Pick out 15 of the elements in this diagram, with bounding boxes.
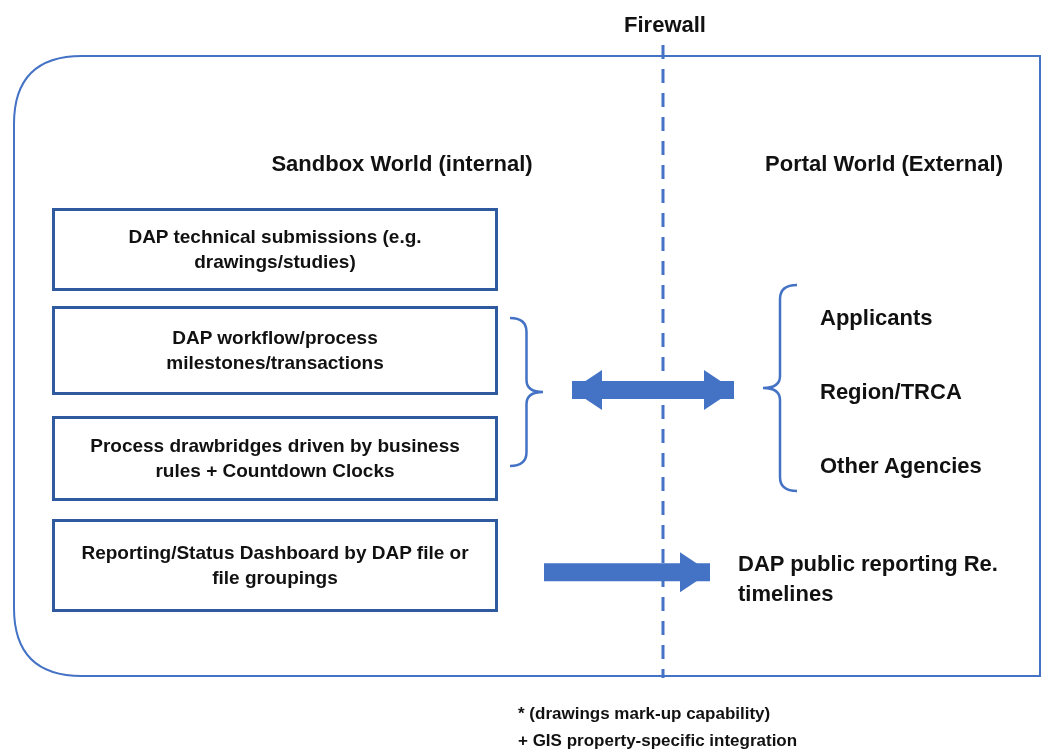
footnote: * (drawings mark-up capability) [518,704,771,724]
arrow [544,552,710,593]
process-box: DAP workflow/process milestones/transactions [52,306,498,395]
footnote: + GIS property-specific integration [518,731,798,751]
party-label: Applicants [820,304,933,333]
arrow [572,370,734,410]
process-box: Process drawbridges driven by business rules + Countdown Clocks [52,416,498,501]
section-heading: Portal World (External) [765,151,1003,177]
party-label: Other Agencies [820,452,982,481]
party-label: DAP public reporting Re. timelines [738,550,999,608]
process-box: DAP technical submissions (e.g. drawings/studies) [52,208,498,291]
party-label: Region/TRCA [820,378,962,407]
process-box: Reporting/Status Dashboard by DAP file or file groupings [52,519,498,612]
firewall-label: Firewall [624,12,706,38]
section-heading: Sandbox World (internal) [271,151,533,177]
